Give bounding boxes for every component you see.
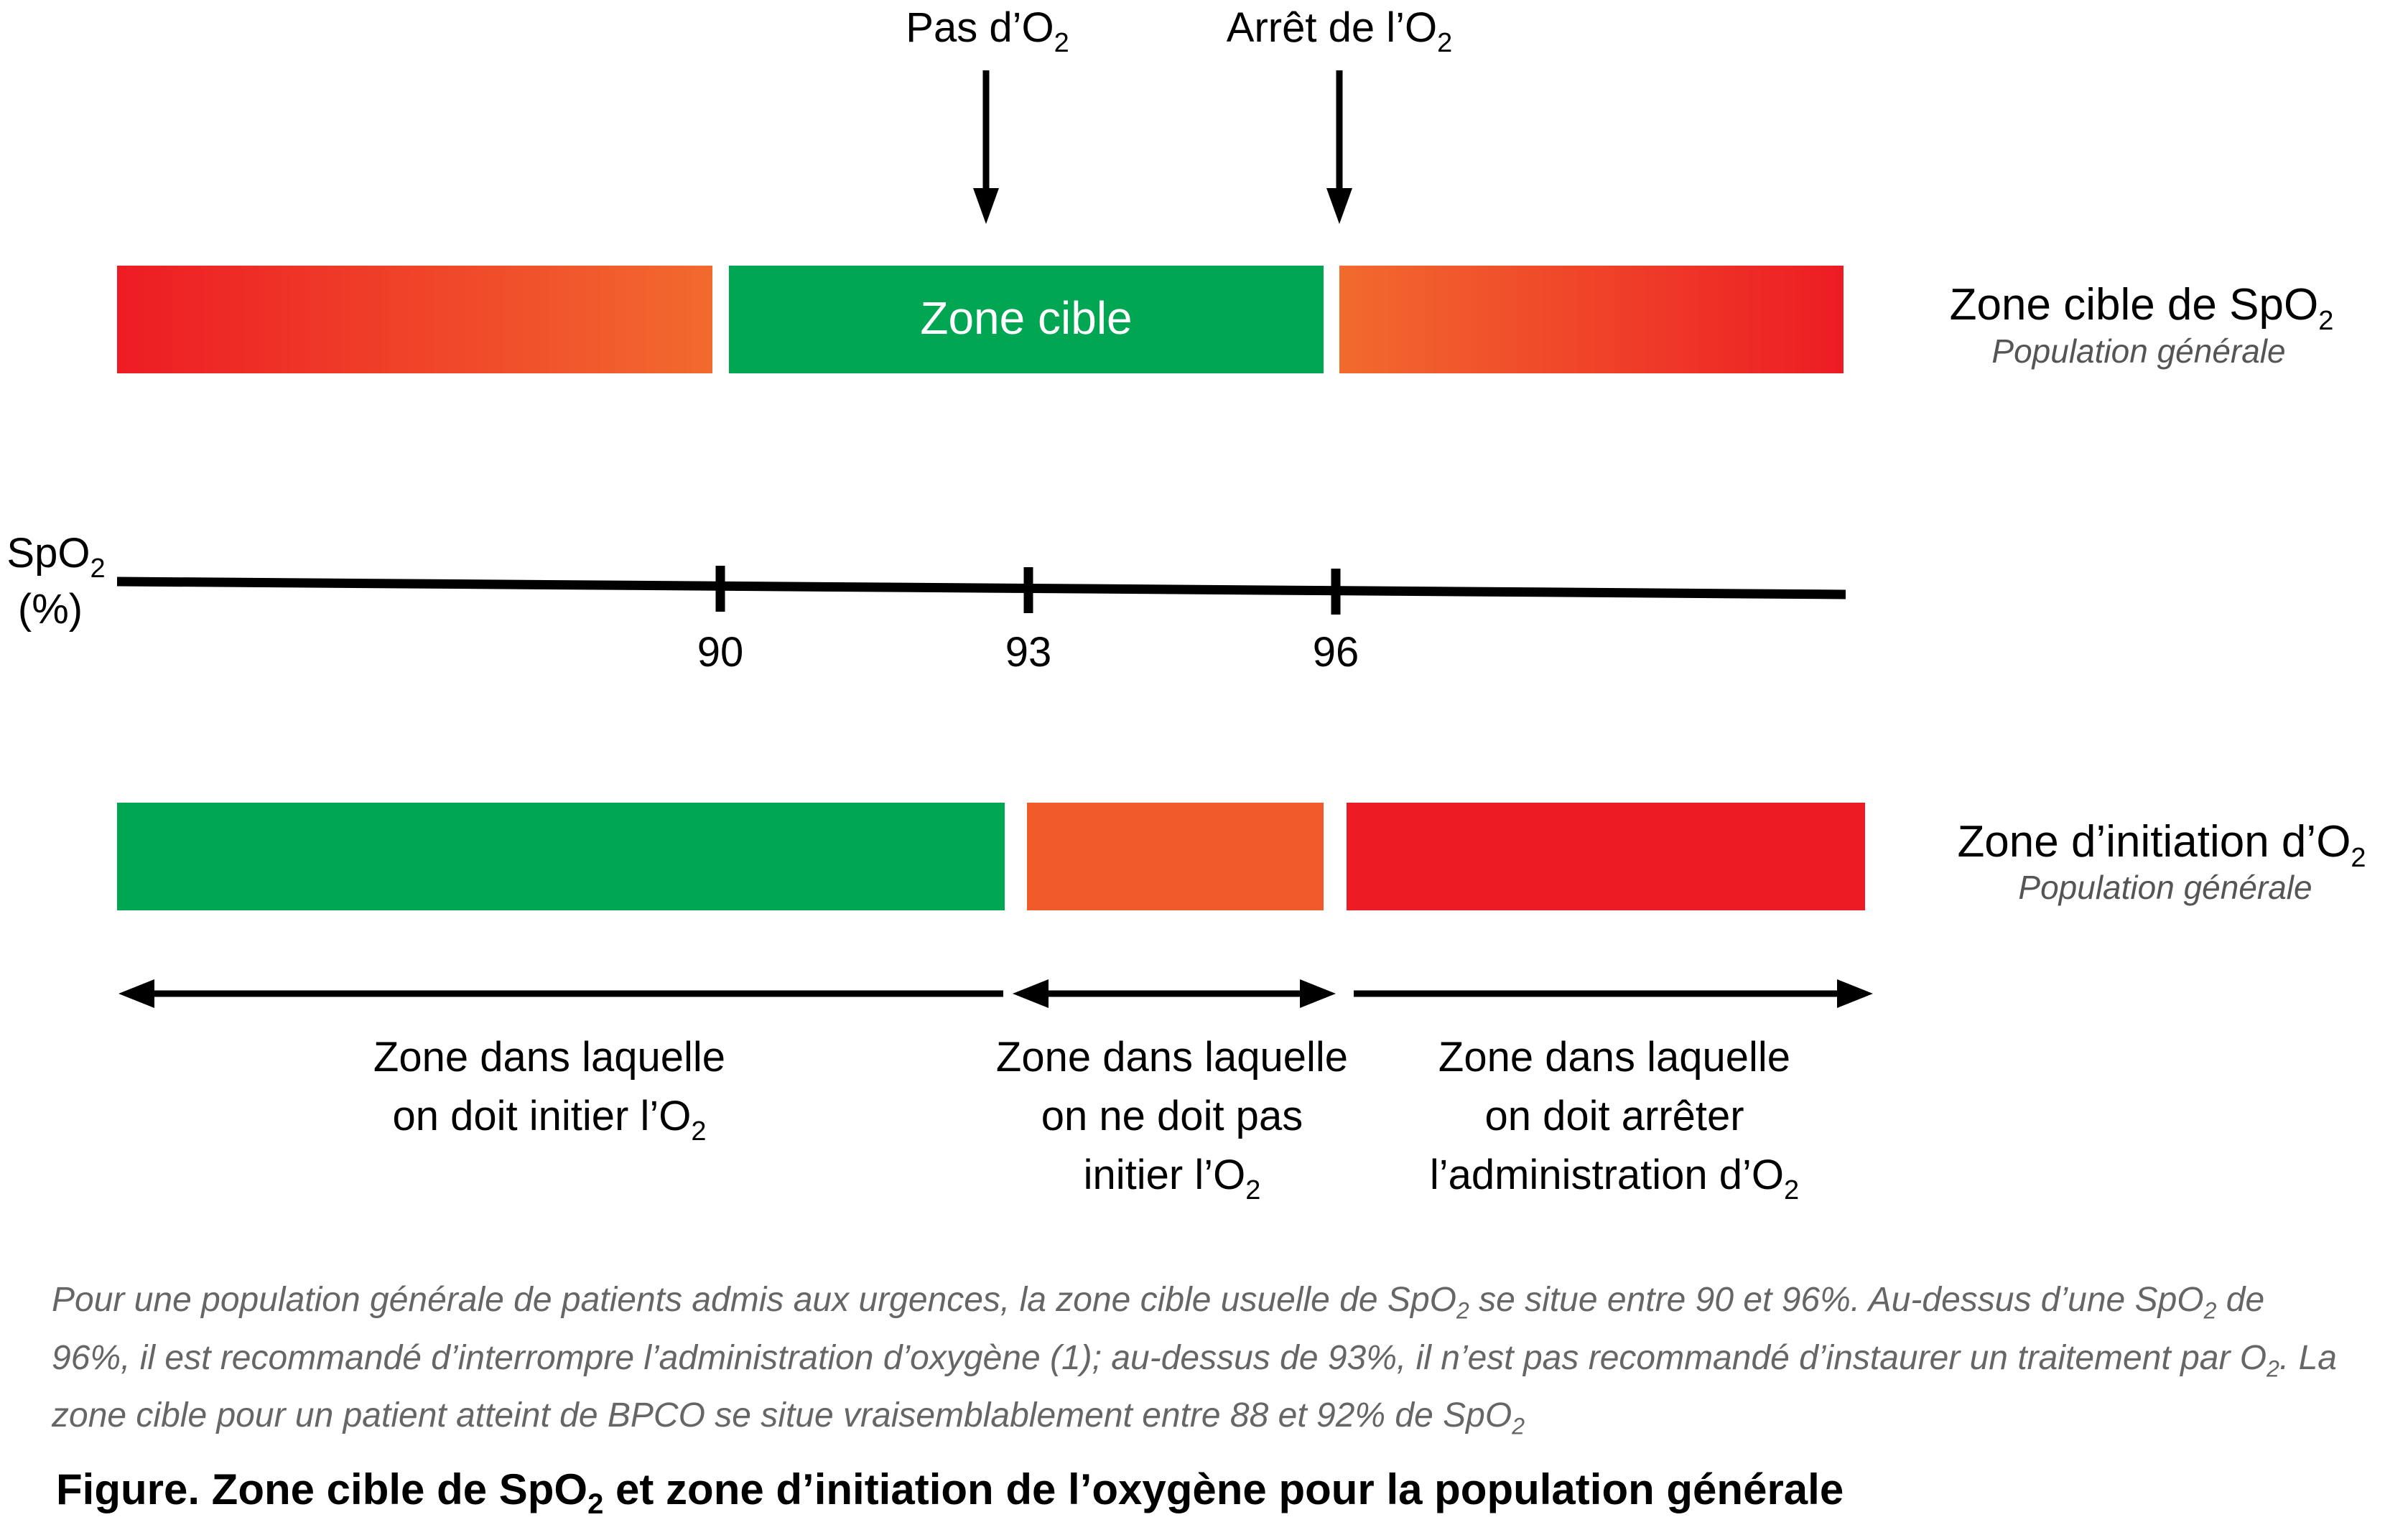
target-zone-center-label: Zone cible (920, 292, 1132, 344)
axis-tick-label-93: 93 (1005, 629, 1052, 676)
spo2-axis-line (116, 577, 1846, 599)
target-zone-title: Zone cible de SpO2 (1950, 280, 2334, 336)
zone-initiate-line2: on doit initier l’O2 (393, 1093, 707, 1147)
figure-caption: Pour une population générale de patients… (52, 1281, 2337, 1439)
axis-label: SpO2 (6, 530, 105, 584)
initiation-bar-initiate-segment (117, 803, 1005, 910)
target-bar-target-segment (729, 266, 1324, 373)
arrow-range-no-initiate-icon (1013, 979, 1336, 1008)
zone-no-initiate-line1: Zone dans laquelle (996, 1034, 1348, 1081)
target-bar-high-segment (1339, 266, 1844, 373)
arrow-down-no-o2-icon (973, 70, 999, 224)
zone-stop-line3: l’administration d’O2 (1430, 1152, 1799, 1205)
figure-title: Figure. Zone cible de SpO2 et zone d’ini… (56, 1465, 1844, 1520)
marker-no-o2-label: Pas d’O2 (906, 4, 1069, 58)
initiation-bar-no-initiate-segment (1027, 803, 1324, 910)
zone-stop-line2: on doit arrêter (1484, 1093, 1744, 1139)
zone-no-initiate-line3: initier l’O2 (1084, 1152, 1261, 1205)
axis-tick-label-90: 90 (697, 629, 744, 676)
zone-no-initiate-line2: on ne doit pas (1041, 1093, 1303, 1139)
zone-stop-line1: Zone dans laquelle (1438, 1034, 1790, 1081)
arrow-range-stop-icon (1354, 979, 1873, 1008)
axis-tick-label-96: 96 (1313, 629, 1359, 676)
arrow-range-initiate-icon (118, 979, 1003, 1008)
zone-initiate-line1: Zone dans laquelle (373, 1034, 725, 1081)
arrow-down-stop-o2-icon (1326, 70, 1352, 224)
target-bar-low-segment (117, 266, 712, 373)
target-zone-subtitle: Population générale (1991, 332, 2285, 370)
initiation-zone-title: Zone d’initiation d’O2 (1957, 817, 2366, 873)
axis-unit-label: (%) (18, 586, 83, 633)
initiation-zone-subtitle: Population générale (2018, 869, 2312, 906)
initiation-bar-stop-segment (1347, 803, 1865, 910)
marker-stop-o2-label: Arrêt de l’O2 (1227, 4, 1452, 58)
